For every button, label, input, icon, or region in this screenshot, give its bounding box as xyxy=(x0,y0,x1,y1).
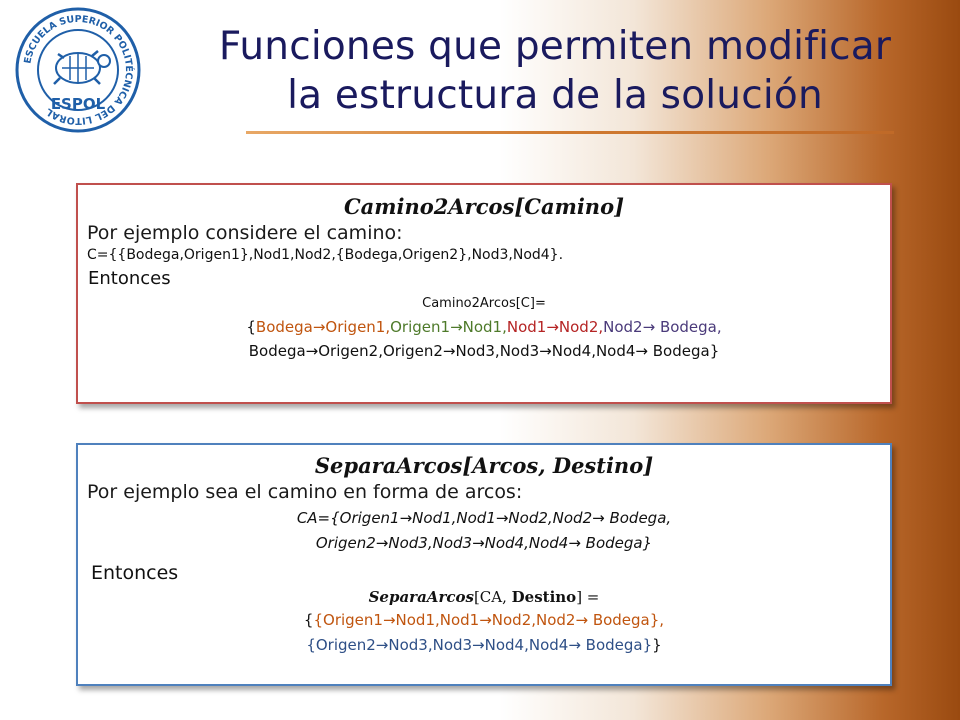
ca-line-1: CA={Origen1→Nod1,Nod1→Nod2,Nod2→ Bodega, xyxy=(296,509,672,527)
separaarcos-box: SeparaArcos[Arcos, Destino] Por ejemplo … xyxy=(76,443,892,686)
separaarcos-result: {{Origen1→Nod1,Nod1→Nod2,Nod2→ Bodega}, … xyxy=(78,608,890,658)
arc-segments-line-2: Bodega→Origen2,Origen2→Nod3,Nod3→Nod4,No… xyxy=(248,342,720,360)
separaarcos-formula: SeparaArcos[Arcos, Destino] xyxy=(314,453,654,478)
espol-logo: ESCUELA SUPERIOR POLITÉCNICA DEL LITORAL… xyxy=(15,7,141,133)
arc-segment-3: Nod1→Nod2, xyxy=(506,318,604,336)
camino-intro: Por ejemplo considere el camino: xyxy=(87,222,403,244)
arc-segment-2: Origen1→Nod1, xyxy=(390,318,507,336)
separaarcos-call-args: [CA, xyxy=(473,588,512,606)
separaarcos-call-fn: SeparaArcos xyxy=(368,588,474,606)
arcos-intro: Por ejemplo sea el camino en forma de ar… xyxy=(87,481,523,503)
page-title: Funciones que permiten modificar la estr… xyxy=(150,22,960,120)
turtle-icon xyxy=(53,50,111,85)
route-2: {Origen2→Nod3,Nod3→Nod4,Nod4→ Bodega} xyxy=(306,636,653,654)
route-1: {Origen1→Nod1,Nod1→Nod2,Nod2→ Bodega}, xyxy=(313,611,665,629)
ca-definition: CA={Origen1→Nod1,Nod1→Nod2,Nod2→ Bodega,… xyxy=(78,506,890,556)
arc-segment-1: Bodega→Origen1, xyxy=(255,318,391,336)
separaarcos-call: SeparaArcos[CA, Destino] = xyxy=(78,588,890,606)
title-line-2: la estructura de la solución xyxy=(287,73,823,118)
camino2arcos-result: {Bodega→Origen1,Origen1→Nod1,Nod1→Nod2,N… xyxy=(78,315,890,363)
camino2arcos-formula: Camino2Arcos[Camino] xyxy=(343,194,625,219)
arc-segment-4: Nod2→ Bodega, xyxy=(603,318,722,336)
separaarcos-call-close: ] = xyxy=(576,588,600,606)
entonces-label-1: Entonces xyxy=(88,268,171,289)
ca-line-2: Origen2→Nod3,Nod3→Nod4,Nod4→ Bodega} xyxy=(315,534,653,552)
result2-close-brace: } xyxy=(652,636,662,654)
title-underline xyxy=(246,131,894,134)
camino-definition: C={{Bodega,Origen1},Nod1,Nod2,{Bodega,Or… xyxy=(87,247,564,263)
result-open-brace: { xyxy=(246,318,256,336)
entonces-label-2: Entonces xyxy=(91,562,179,584)
title-line-1: Funciones que permiten modificar xyxy=(218,24,892,69)
camino2arcos-call: Camino2Arcos[C]= xyxy=(422,296,546,311)
result2-open-brace: { xyxy=(303,611,314,629)
camino2arcos-box: Camino2Arcos[Camino] Por ejemplo conside… xyxy=(76,183,892,404)
logo-name: ESPOL xyxy=(51,95,106,113)
separaarcos-call-destino: Destino xyxy=(511,588,577,606)
